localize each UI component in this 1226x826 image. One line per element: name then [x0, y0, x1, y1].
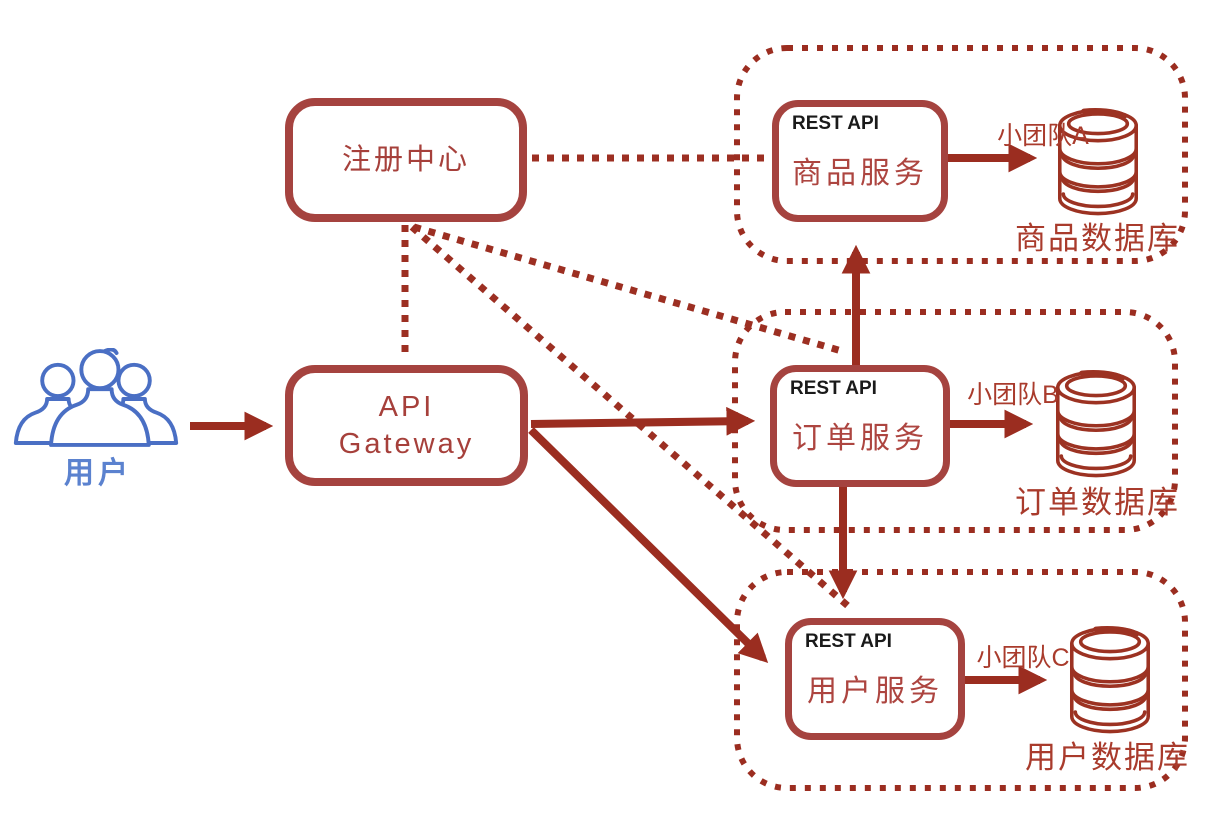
registry-center-label: 注册中心	[341, 143, 470, 176]
users-label: 用户	[64, 457, 132, 490]
registry-center-node: 注册中心	[285, 98, 527, 222]
product-service-label: 商品服务	[792, 157, 928, 190]
api-gateway-label-line1: API	[378, 391, 435, 424]
arrow-gateway-to-user-service	[528, 427, 769, 664]
user-service-rest-api-label: REST API	[805, 631, 892, 652]
order-service-node: REST API 订单服务	[770, 365, 950, 487]
user-service-label: 用户服务	[807, 675, 943, 708]
order-database-icon	[1058, 372, 1134, 475]
order-database-label: 订单数据库	[1015, 485, 1180, 520]
arrow-gateway-to-order-service	[530, 406, 756, 436]
api-gateway-node: API Gateway	[285, 365, 528, 486]
product-database-label: 商品数据库	[1015, 221, 1180, 256]
order-service-label: 订单服务	[792, 422, 928, 455]
team-c-label: 小团队C	[976, 644, 1070, 672]
api-gateway-label: API Gateway	[339, 389, 474, 462]
product-service-rest-api-label: REST API	[792, 113, 879, 134]
user-service-node: REST API 用户服务	[785, 618, 965, 740]
team-a-boundary	[734, 45, 1188, 264]
team-b-boundary	[732, 309, 1178, 533]
team-c-boundary	[734, 569, 1188, 791]
api-gateway-label-line2: Gateway	[338, 427, 475, 460]
order-service-rest-api-label: REST API	[790, 378, 877, 399]
users-group-icon	[13, 348, 179, 447]
dotted-link-registry-to-user-service	[409, 224, 851, 609]
user-database-label: 用户数据库	[1025, 740, 1190, 775]
team-b-label: 小团队B	[967, 381, 1059, 409]
user-database-icon	[1072, 628, 1148, 731]
product-service-node: REST API 商品服务	[772, 100, 948, 222]
team-a-label: 小团队A	[997, 122, 1089, 150]
